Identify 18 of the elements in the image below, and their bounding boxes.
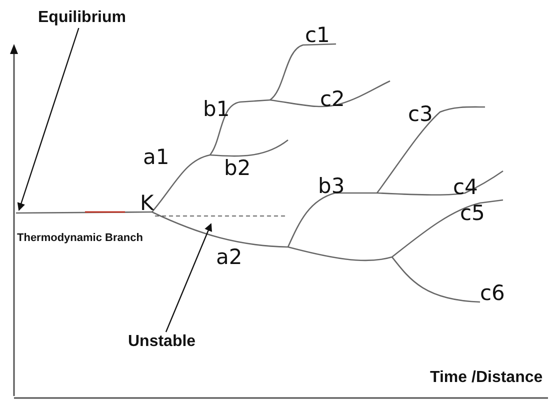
point-label: b2 xyxy=(224,158,251,179)
leader-line xyxy=(17,28,80,211)
point-label: c6 xyxy=(480,283,505,304)
axis-label: Time /Distance xyxy=(430,370,543,386)
point-label: b1 xyxy=(203,99,230,120)
point-label: c4 xyxy=(453,177,478,198)
branch-label: Thermodynamic Branch xyxy=(17,233,143,244)
annotation-text: Equilibrium xyxy=(38,10,126,26)
annotation-text: Unstable xyxy=(128,334,196,350)
point-label: c2 xyxy=(320,89,345,110)
leader-line xyxy=(165,223,212,332)
point-label: K xyxy=(140,193,154,214)
point-label: a2 xyxy=(216,247,242,268)
point-label: c5 xyxy=(460,203,485,224)
point-label: b3 xyxy=(318,176,345,197)
point-label: c1 xyxy=(305,25,330,46)
point-label: c3 xyxy=(408,104,433,125)
point-label: a1 xyxy=(143,147,170,168)
